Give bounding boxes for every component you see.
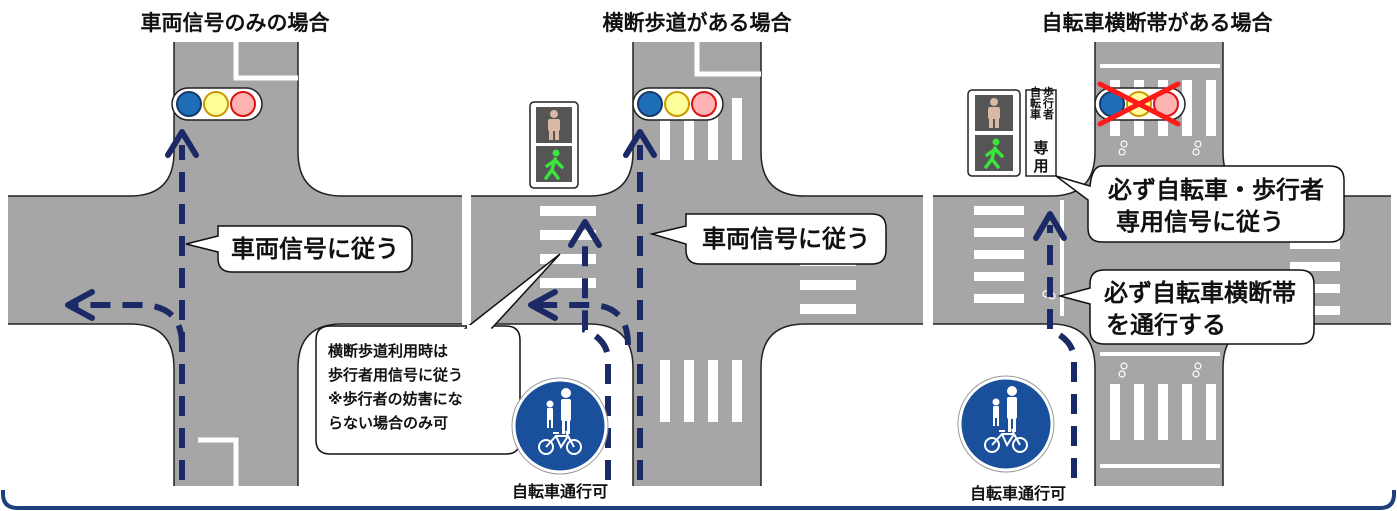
panel-3-title: 自転車横断帯がある場合 <box>1042 11 1274 35</box>
panel-3-callout-2: 必ず自転車横断帯 を通行する <box>1057 269 1315 345</box>
panel-3-route-arrows <box>1033 211 1077 478</box>
panel-3-bicycle-pedestrian-sign <box>957 375 1055 473</box>
panel-2-pedestrian-signal <box>529 101 579 189</box>
walking-person-icon <box>544 149 564 180</box>
panel-2: 横断歩道がある場合 <box>315 11 923 501</box>
plate-text-bicycle: 自転車 <box>1029 85 1042 120</box>
bicycle-crossing-symbol <box>1042 140 1202 378</box>
plate-text-pedestrian: 歩行者 <box>1042 85 1056 120</box>
panel-3-callout-1-line-1: 必ず自転車・歩行者 <box>1108 176 1324 204</box>
panel-1: 車両信号のみの場合 <box>8 11 462 486</box>
panel-2-callout-text: 車両信号に従う <box>702 225 870 253</box>
panel-1-callout-text: 車両信号に従う <box>231 235 399 263</box>
panel-1-route-arrows <box>65 129 199 480</box>
panel-2-bicycle-pedestrian-sign <box>511 377 609 475</box>
panel-2-sign-caption: 自転車通行可 <box>512 482 608 501</box>
plate-text-sen: 専 <box>1033 139 1048 157</box>
panel-2-note-line-3: ※歩行者の妨害にな <box>328 390 463 408</box>
panel-2-note: 横断歩道利用時は 歩行者用信号に従う ※歩行者の妨害にな らない場合のみ可 <box>315 253 561 455</box>
panel-3-sign-caption: 自転車通行可 <box>970 484 1066 503</box>
panel-3-callout-1: 必ず自転車・歩行者 専用信号に従う <box>1055 165 1345 243</box>
panel-2-title: 横断歩道がある場合 <box>603 11 793 35</box>
panel-2-route-arrows <box>528 129 657 480</box>
panel-3-callout-2-line-1: 必ず自転車横断帯 <box>1104 279 1296 307</box>
walking-person-icon <box>984 138 1004 169</box>
panel-1-title: 車両信号のみの場合 <box>141 11 331 35</box>
panel-2-note-line-2: 歩行者用信号に従う <box>328 366 463 384</box>
dedicated-signal-plate: 歩行者 自転車 専 用 <box>1025 85 1057 177</box>
standing-person-icon <box>548 110 560 140</box>
frame-border <box>1 490 1396 510</box>
panel-1-callout: 車両信号に従う <box>185 225 413 273</box>
panel-3-callout-1-line-2: 専用信号に従う <box>1116 208 1284 236</box>
panel-2-note-line-4: らない場合のみ可 <box>328 414 448 432</box>
panel-3-pedestrian-signal: 歩行者 自転車 専 用 <box>967 85 1057 177</box>
panel-3-traffic-light-disabled <box>1094 81 1186 127</box>
panel-2-note-line-1: 横断歩道利用時は <box>328 342 448 360</box>
panel-3-callout-2-line-2: を通行する <box>1106 311 1226 339</box>
panel-1-traffic-light <box>171 87 263 121</box>
panel-2-callout: 車両信号に従う <box>649 213 887 265</box>
standing-person-icon <box>988 98 1000 128</box>
panel-3: 自転車横断帯がある場合 <box>933 11 1391 503</box>
panel-2-traffic-light <box>632 87 724 121</box>
plate-text-you: 用 <box>1033 157 1048 175</box>
cross-out-icon <box>1097 81 1181 127</box>
